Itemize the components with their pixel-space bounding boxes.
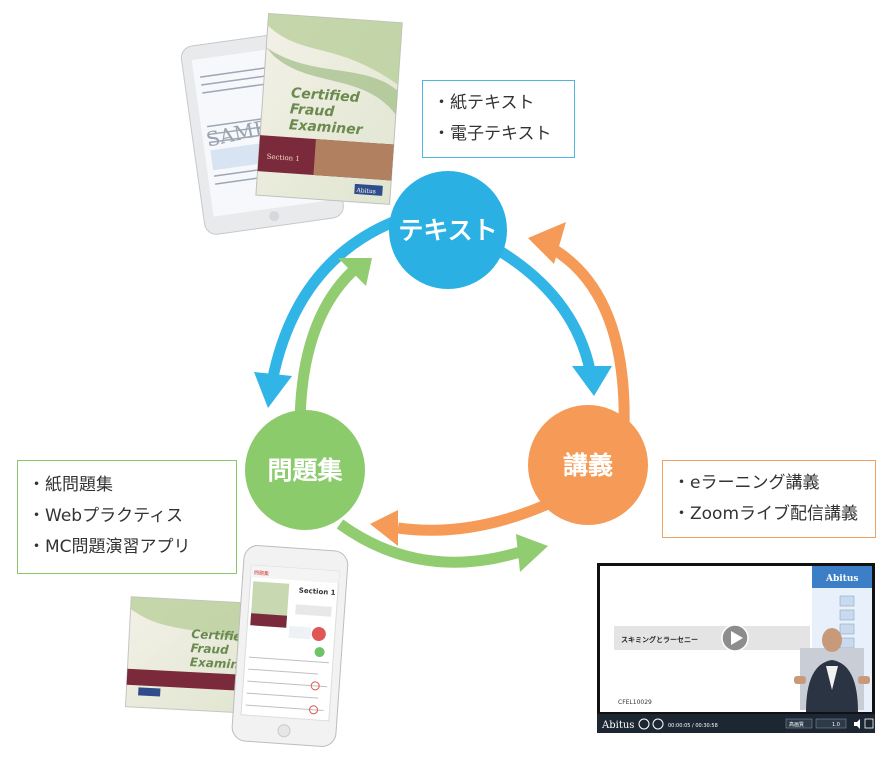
callout-text-item: 紙テキスト [433,88,574,119]
node-lecture-circle [528,405,648,525]
video-stop-button[interactable] [652,718,664,730]
node-problems: 問題集 [245,410,365,530]
arrow-head-text-to-problems [254,372,292,408]
problem-book-and-phone-image: Certified Fraud Examiner 問題集 Section 1 [124,545,349,747]
callout-text-item: 電子テキスト [433,119,574,150]
video-quality-select[interactable] [785,718,813,729]
node-lecture: 講義 [528,405,648,525]
video-slide-title-bar [614,626,810,650]
phone-back-link: 問題集 [254,569,269,577]
cycle-arrows [254,214,630,572]
video-tool-icons [839,595,855,649]
video-fullscreen-icon[interactable] [864,718,874,729]
callout-lecture-item: Zoomライブ配信講義 [673,499,875,530]
video-play-button[interactable] [638,718,650,730]
node-text-label: テキスト [398,216,497,245]
node-lecture-label: 講義 [563,451,613,480]
arrow-head-text-to-lecture [572,366,612,396]
callout-lecture-formats: eラーニング講義 Zoomライブ配信講義 [662,460,876,538]
book-section: Section 1 [266,153,300,163]
video-volume-icon[interactable] [854,719,860,729]
node-problems-circle [245,410,365,530]
video-slide-title: スキミングとラーセニー [621,635,698,644]
book-title-line-1: Certified [291,85,362,106]
node-problems-label: 問題集 [267,456,343,485]
problem-book-cover: Certified Fraud Examiner [124,596,262,715]
arrow-head-lecture-to-text [528,222,566,264]
callout-problems-item: MC問題演習アプリ [28,532,236,563]
arrow-problems-to-lecture [336,519,522,568]
phone-header: Section 1 [299,586,336,597]
book-publisher: Abitus [355,187,376,195]
arrow-text-to-problems [266,214,401,384]
video-speed-label: 1.0 [832,722,840,728]
video-slide-code: CFEL10029 [618,699,652,706]
arrow-problems-to-text [294,263,360,429]
book-title-line-3: Examiner [288,117,364,138]
node-text-circle [389,171,507,289]
video-side-brand: Abitus [825,574,858,584]
video-quality-label: 高画質 [789,721,804,728]
arrow-lecture-to-problems [397,498,551,536]
text-book-cover: Certified Fraud Examiner Section 1 Abitu… [255,12,403,205]
video-speed-select[interactable] [815,718,847,729]
arrow-lecture-to-text [545,241,630,431]
book-title-line-2: Fraud [289,101,335,120]
arrow-head-problems-to-lecture [516,534,548,572]
callout-problem-formats: 紙問題集 Webプラクティス MC問題演習アプリ [17,460,237,574]
problem-book-title-line-2: Fraud [190,641,229,657]
problem-book-title-line-1: Certified [191,627,251,644]
callout-text-formats: 紙テキスト 電子テキスト [422,80,575,158]
tablet-book-image: SAMPLE Certified Fraud Examiner Section … [180,12,403,235]
lecturer-figure [794,628,870,712]
arrow-text-to-lecture [495,245,596,372]
callout-problems-item: 紙問題集 [28,470,236,501]
callout-lecture-item: eラーニング講義 [673,468,875,499]
elearning-video-player: スキミングとラーセニー CFEL10029 Abitus Abitus 00:0… [597,563,875,733]
phone-list-lines [245,656,329,711]
video-time: 00:00:05 / 00:30:58 [668,723,718,729]
video-control-brand: Abitus [601,720,634,731]
arrow-head-lecture-to-problems [370,510,398,546]
callout-problems-item: Webプラクティス [28,501,236,532]
node-text: テキスト [389,171,507,289]
arrow-head-problems-to-text [338,258,372,286]
smartphone-device: 問題集 Section 1 [231,545,349,747]
